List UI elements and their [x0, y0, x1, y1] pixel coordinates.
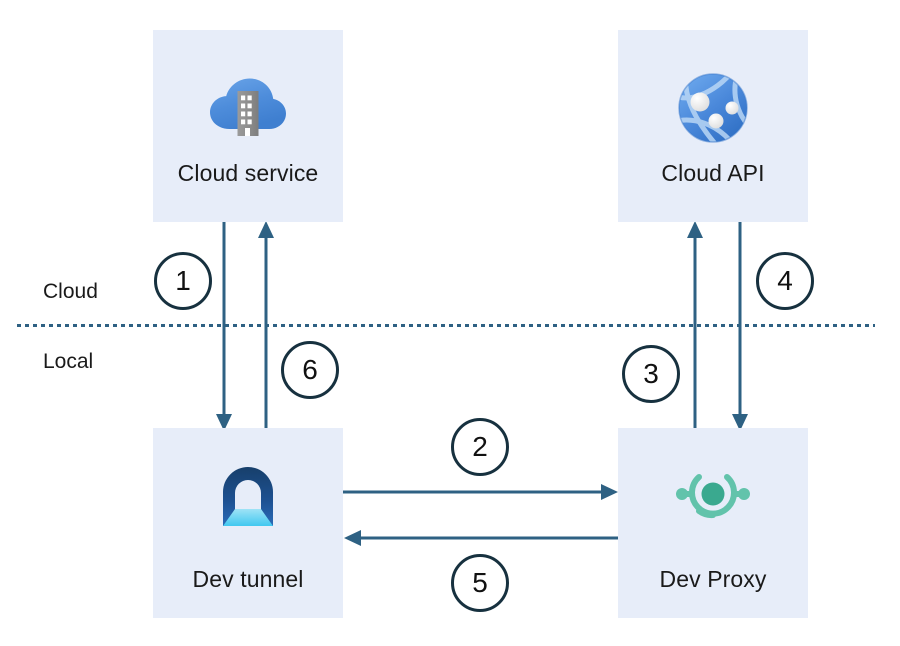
cloud-building-icon — [209, 77, 287, 144]
proxy-node-icon — [675, 468, 751, 525]
node-cloud-service[interactable]: Cloud service — [153, 30, 343, 222]
zone-label-cloud: Cloud — [43, 280, 98, 303]
step-badge-1: 1 — [154, 252, 212, 310]
zone-label-local: Local — [43, 350, 94, 373]
connector-step-1 — [210, 220, 240, 432]
globe-network-icon — [677, 72, 749, 149]
connector-step-6 — [252, 220, 282, 432]
connector-step-2 — [343, 478, 619, 508]
connector-step-3 — [681, 220, 711, 432]
step-badge-3: 3 — [622, 345, 680, 403]
step-badge-5: 5 — [451, 554, 509, 612]
node-label-dev-tunnel: Dev tunnel — [192, 566, 304, 592]
node-cloud-api[interactable]: Cloud API — [618, 30, 808, 222]
step-badge-4: 4 — [756, 252, 814, 310]
node-dev-tunnel[interactable]: Dev tunnel — [153, 428, 343, 618]
step-number-2: 2 — [472, 431, 488, 462]
step-number-4: 4 — [777, 265, 793, 296]
step-number-5: 5 — [472, 567, 488, 598]
node-label-cloud-service: Cloud service — [177, 160, 319, 186]
connector-step-4 — [726, 220, 756, 432]
step-number-3: 3 — [643, 358, 659, 389]
step-badge-6: 6 — [281, 341, 339, 399]
step-number-1: 1 — [175, 265, 191, 296]
step-badge-2: 2 — [451, 418, 509, 476]
connector-step-5 — [343, 524, 619, 554]
node-label-cloud-api: Cloud API — [661, 160, 765, 186]
node-dev-proxy[interactable]: Dev Proxy — [618, 428, 808, 618]
cloud-local-divider-line — [17, 324, 875, 327]
node-label-dev-proxy: Dev Proxy — [659, 566, 767, 592]
tunnel-icon — [215, 466, 281, 537]
step-number-6: 6 — [302, 354, 318, 385]
